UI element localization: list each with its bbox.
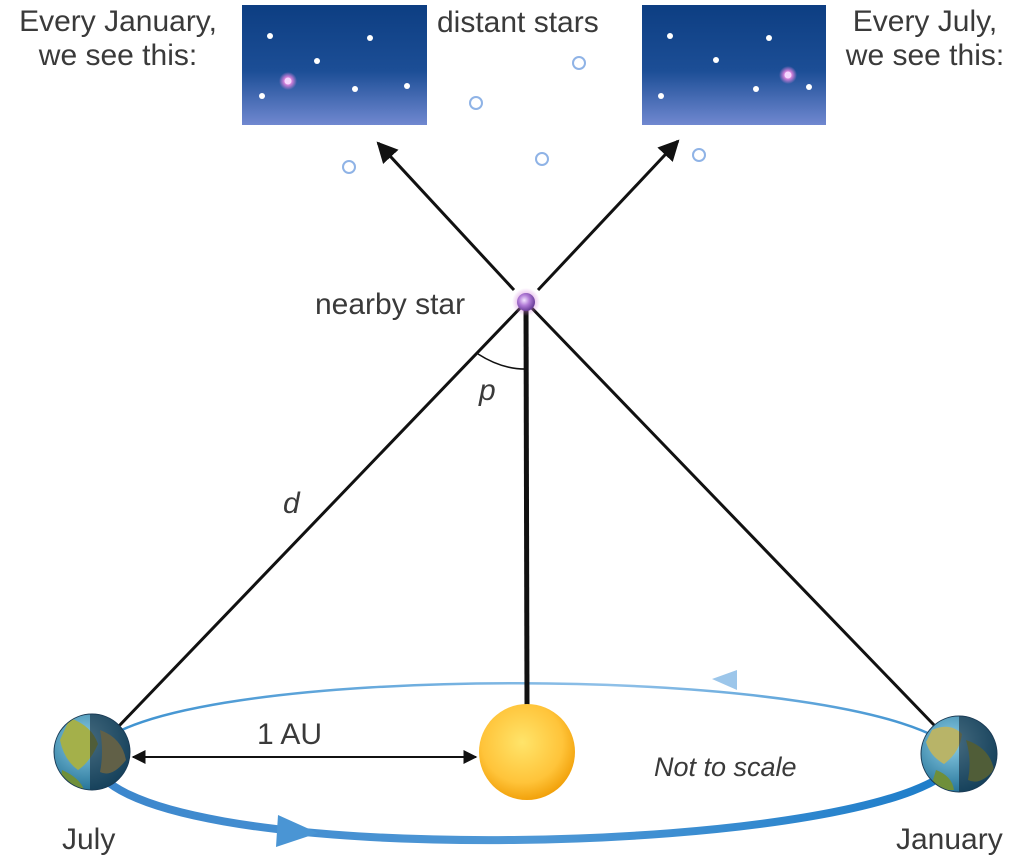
nearby-star-image	[784, 71, 792, 79]
july-caption-line1: Every July,	[852, 5, 998, 38]
distant-star-ring	[692, 148, 706, 162]
not-to-scale-label: Not to scale	[654, 752, 797, 782]
distant-star-ring	[469, 96, 483, 110]
line-star-to-july-view	[536, 139, 680, 292]
parallax-angle-label: p	[479, 374, 496, 407]
january-caption-line1: Every January,	[19, 5, 217, 38]
distant-star-dot	[404, 83, 410, 89]
january-caption-line2: we see this:	[38, 39, 198, 72]
distant-star-ring	[342, 160, 356, 174]
orbit-direction-arrow-back	[712, 670, 737, 690]
nearby-star-image	[284, 77, 292, 85]
distant-star-dot	[259, 93, 265, 99]
orbit-back-arc	[90, 682, 960, 755]
january-sky-background	[242, 5, 427, 125]
nearby-star	[517, 293, 535, 311]
distance-label: d	[283, 487, 300, 520]
distant-star-dot	[753, 86, 759, 92]
line-star-to-january-view	[376, 141, 516, 292]
nearby-star-label: nearby star	[315, 288, 466, 321]
january-panel-caption: Every January, we see this:	[0, 5, 236, 73]
distant-star-dot	[314, 58, 320, 64]
earth-july-label: July	[62, 823, 116, 856]
orbit-front-arc	[88, 751, 963, 845]
distant-star-dot	[667, 33, 673, 39]
distant-star-dot	[766, 35, 772, 41]
distant-stars-field	[342, 56, 706, 174]
sun	[479, 704, 575, 800]
july-panel-caption: Every July, we see this:	[830, 5, 1020, 73]
distant-stars-label: distant stars	[437, 6, 599, 39]
line-july-earth-to-star	[116, 300, 528, 729]
july-sky-background	[642, 5, 826, 125]
january-sky-panel	[242, 5, 427, 125]
sight-lines	[116, 139, 936, 729]
distant-star-dot	[352, 86, 358, 92]
distant-star-ring	[535, 152, 549, 166]
earth-july	[53, 713, 131, 791]
orbit-direction-arrow-front	[276, 815, 318, 847]
earth-january-label: January	[896, 823, 1003, 856]
line-sun-to-star	[523, 301, 530, 706]
distant-star-dot	[267, 33, 273, 39]
distant-star-dot	[658, 93, 664, 99]
distant-star-dot	[806, 84, 812, 90]
parallax-angle-arc	[477, 353, 529, 370]
distant-star-ring	[572, 56, 586, 70]
distant-star-dot	[367, 35, 373, 41]
distant-star-dot	[713, 57, 719, 63]
one-au-label: 1 AU	[257, 718, 323, 751]
july-sky-panel	[642, 5, 826, 125]
july-caption-line2: we see this:	[845, 39, 1005, 72]
line-january-earth-to-star	[524, 300, 936, 727]
